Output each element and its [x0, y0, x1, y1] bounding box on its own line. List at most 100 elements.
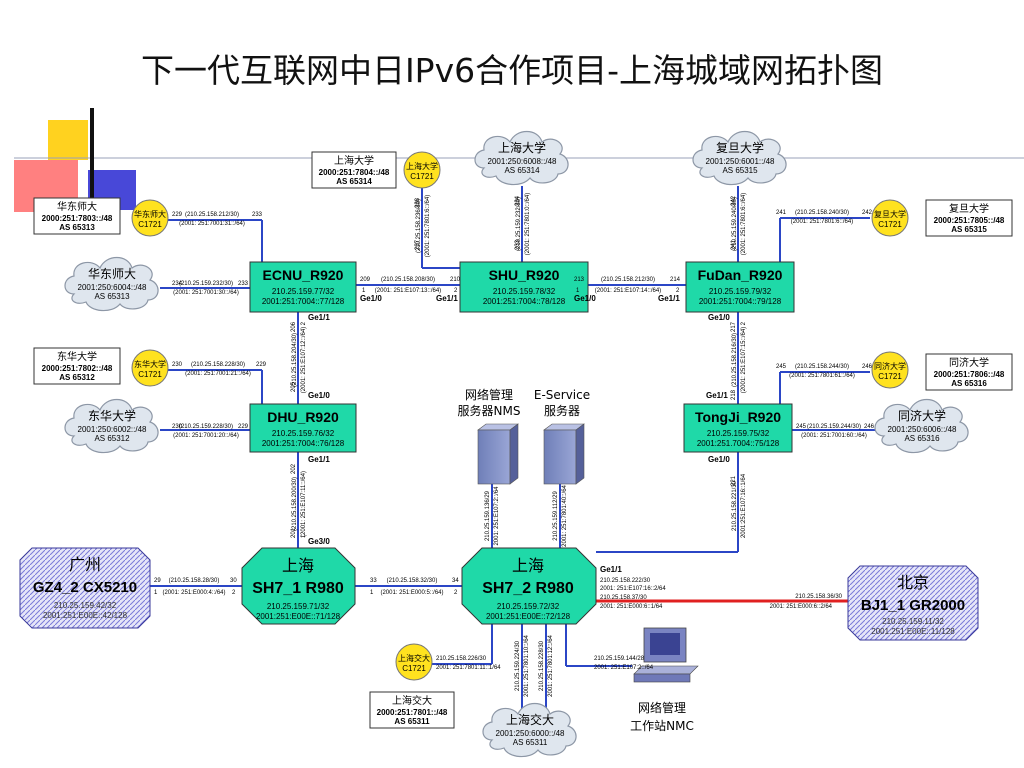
bullet-model: C1721 [138, 370, 162, 379]
box-name: 上海交大 [392, 694, 432, 707]
bullet-sjtu[interactable]: 上海交大 C1721 [395, 643, 433, 681]
box-prefix: 2000:251:7802::/48 [42, 364, 113, 373]
link-net6: (2001: 251:7001:31::/64) [179, 221, 245, 227]
port-label: Ge1/1 [706, 391, 728, 400]
port-label: Ge1/0 [574, 294, 596, 303]
link-net6: (2001: 251:E000:4::/64) [162, 590, 225, 596]
link-addr: 242 [731, 195, 737, 206]
bullet-ecnu[interactable]: 华东师大 C1721 [131, 199, 169, 237]
bullet-model: C1721 [138, 220, 162, 229]
router-ipv4: 210.25.159.77/32 [272, 287, 335, 296]
link-net6: 2001: 251:7801:10::/64 [524, 634, 530, 696]
link-addr: 217 [731, 321, 737, 332]
port-label: Ge1/1 [600, 565, 622, 574]
box-ecnu: 华东师大 2000:251:7803::/48 AS 65313 [33, 197, 121, 235]
bullet-name: 复旦大学 [874, 209, 906, 219]
external-beijing[interactable]: 北京 BJ1_1 GR2000 210.25.159.11/32 2001:25… [847, 565, 979, 641]
box-name: 华东师大 [57, 200, 97, 213]
link-addr: 218 [731, 389, 737, 400]
router-ipv4: 210.25.159.78/32 [493, 287, 556, 296]
router-ipv6: 2001:251:E00E::71/128 [256, 612, 341, 621]
bullet-name: 上海交大 [398, 653, 430, 663]
link-addr: 241 [776, 210, 787, 216]
link-addr6: 1 [576, 288, 580, 294]
box-as: AS 65311 [394, 717, 430, 726]
router-fudan[interactable]: FuDan_R920 210.25.159.79/32 2001:251:700… [685, 261, 795, 313]
router-shu[interactable]: SHU_R920 210.25.159.78/32 2001:251:7004:… [459, 261, 589, 313]
external-guangzhou[interactable]: 广州 GZ4_2 CX5210 210.25.159.42/32 2001:25… [19, 547, 151, 629]
link-net6: 2001: 251:7801:12::/64 [548, 634, 554, 696]
cloud-name: 华东师大 [88, 267, 136, 281]
link-net: 210.25.158.37/30 [600, 595, 647, 601]
router-ipv4: 210.25.159.71/32 [267, 602, 330, 611]
bullet-fudan[interactable]: 复旦大学 C1721 [871, 199, 909, 237]
link-net: (210.25.159.232/30) [516, 197, 522, 251]
link-net6: (2001: 251:7001:20::/64) [173, 433, 239, 439]
router-sh7-2[interactable]: 上海 SH7_2 R980 210.25.159.72/32 2001:251:… [461, 547, 597, 625]
port-label: Ge1/0 [708, 313, 730, 322]
box-prefix: 2000:251:7806::/48 [934, 370, 1005, 379]
bullet-model: C1721 [878, 372, 902, 381]
box-as: AS 65315 [951, 225, 987, 234]
link-net6: (2001: 251:7001:21::/64) [185, 371, 251, 377]
port-label: Ge1/0 [360, 294, 382, 303]
server-icon [477, 429, 511, 485]
cloud-dhu: 东华大学 2001:250:6002::/48 AS 65312 [64, 398, 159, 454]
link-addr: 214 [670, 277, 681, 283]
router-name: SH7_2 R980 [482, 580, 574, 597]
router-dhu[interactable]: DHU_R920 210.25.159.76/32 2001:251:7004:… [249, 403, 357, 453]
link-addr: 30 [230, 578, 237, 584]
cloud-prefix: 2001:250:6004::/48 [78, 283, 148, 292]
router-tongji[interactable]: TongJi_R920 210.25.159.75/32 2001:251.70… [683, 403, 793, 453]
router-ipv6: 2001:251:7004::79/128 [699, 297, 782, 306]
server-nms[interactable]: 网络管理 服务器NMS [458, 387, 521, 485]
cloud-name: 同济大学 [898, 408, 946, 423]
cloud-name: 上海交大 [506, 712, 554, 727]
external-ipv6: 2001:251:E00E::42/128 [43, 611, 128, 620]
link-net6: 2001: 251:E000:6::1/64 [600, 604, 663, 610]
link-net: 210.25.158.226/30 [436, 656, 487, 662]
link-net6: (2001: 251:7801:0::/64) [525, 193, 531, 255]
router-ecnu[interactable]: ECNU_R920 210.25.159.77/32 2001:251:7004… [249, 261, 357, 313]
link-addr: 234 [172, 281, 183, 287]
link-net6: 2001: 251:E107:2::/64 [494, 486, 500, 546]
router-name: TongJi_R920 [695, 409, 781, 425]
cloud-name: 东华大学 [88, 408, 136, 423]
link-net6: (2001: 251:7801:6::/64) [791, 219, 853, 225]
bullet-tongji[interactable]: 同济大学 C1721 [871, 351, 909, 389]
link-addr6: 1 [301, 534, 307, 538]
link-addr: 233 [515, 239, 521, 250]
link-addr: 29 [154, 578, 161, 584]
box-prefix: 2000:251:7803::/48 [42, 214, 113, 223]
cloud-fudan: 复旦大学 2001:250:6001::/48 AS 65315 [692, 130, 787, 186]
bullet-name: 上海大学 [406, 161, 438, 171]
bullet-shu[interactable]: 上海大学 C1721 [403, 151, 441, 189]
box-fudan: 复旦大学 2000:251:7805::/48 AS 65315 [925, 199, 1013, 237]
bullet-dhu[interactable]: 东华大学 C1721 [131, 349, 169, 387]
server-eservice[interactable]: E-Service 服务器 [534, 388, 590, 485]
box-prefix: 2000:251:7804::/48 [319, 168, 390, 177]
link-net6: (2001: 251:7801:61::/64) [789, 373, 855, 379]
link-addr: 245 [796, 424, 807, 430]
external-ipv4: 210.25.159.11/32 [882, 617, 944, 626]
link-addr: 221 [731, 475, 737, 486]
page-title: 下一代互联网中日IPv6合作项目-上海城域网拓扑图 [140, 51, 884, 90]
link-addr: 234 [515, 195, 521, 206]
link-net6: (2001: 251:E107:11::/64) [301, 471, 307, 537]
links [150, 186, 876, 710]
workstation-nmc[interactable]: 网络管理 工作站NMC [630, 627, 699, 733]
link-addr: 210 [450, 277, 461, 283]
router-sh7-1[interactable]: 上海 SH7_1 R980 210.25.159.71/32 2001:251:… [241, 547, 356, 625]
cloud-as: AS 65315 [722, 166, 758, 175]
server-label: 网络管理 [465, 387, 513, 402]
router-ipv6: 2001:251:7004::77/128 [262, 297, 345, 306]
link-net6: 2001: 251:E000:6::2/64 [770, 604, 833, 610]
link-net: (210.25.159.244/30) [807, 424, 861, 430]
link-addr: 229 [256, 362, 267, 368]
cloud-prefix: 2001:250:6001::/48 [706, 157, 776, 166]
link-addr: 229 [172, 212, 183, 218]
port-label: Ge1/0 [708, 455, 730, 464]
link-addr: 241 [731, 239, 737, 250]
link-net: (210.25.158.212/30) [185, 212, 239, 218]
link-net6: (2001: 251:7801:6::/64) [741, 193, 747, 255]
